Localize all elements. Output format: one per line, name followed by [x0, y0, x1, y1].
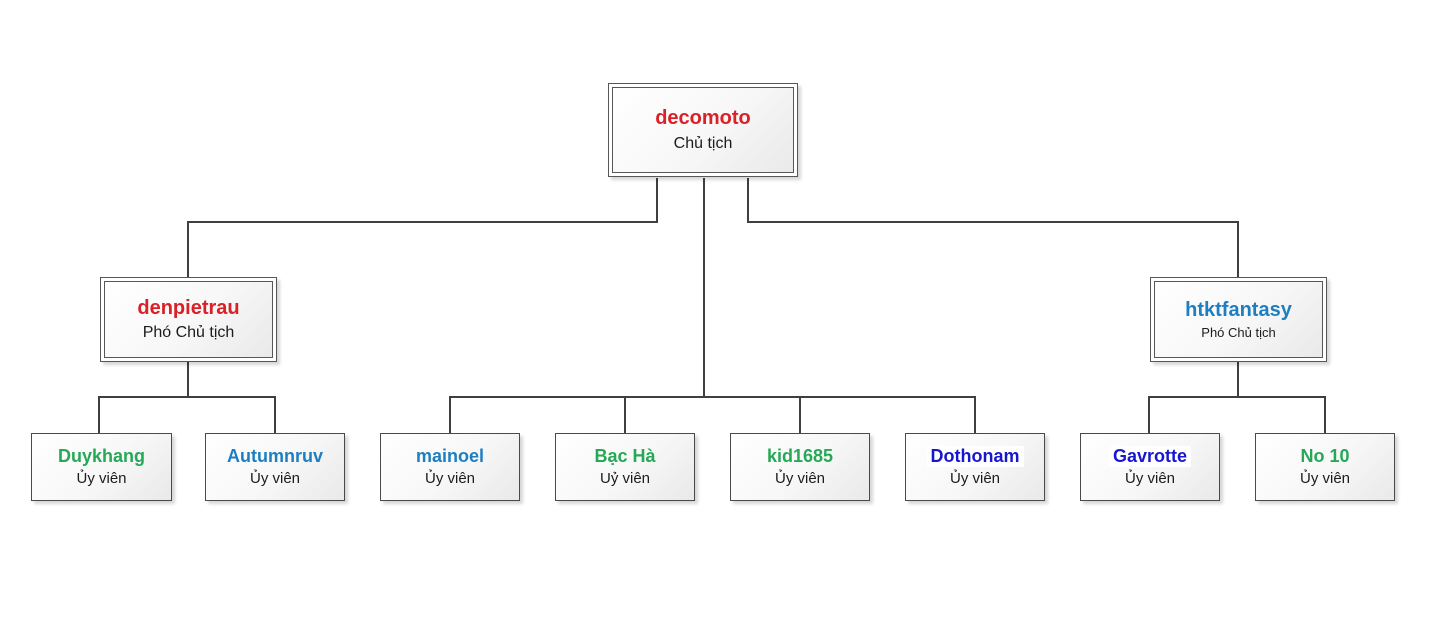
- org-node-mainoel[interactable]: mainoel Ủy viên: [380, 433, 520, 501]
- member-name: htktfantasy: [1185, 298, 1292, 321]
- member-title: Chủ tịch: [673, 134, 733, 152]
- org-node-autumnruv[interactable]: Autumnruv Ủy viên: [205, 433, 345, 501]
- node-body: denpietrau Phó Chủ tịch: [104, 281, 273, 358]
- member-title: Ủy viên: [1124, 469, 1176, 487]
- member-name: No 10: [1300, 446, 1350, 467]
- connector-root-to-htktfantasy: [747, 178, 1239, 277]
- member-name: kid1685: [766, 446, 834, 467]
- connector-right-rail: [1148, 396, 1326, 433]
- node-body: Duykhang Ủy viên: [32, 434, 171, 500]
- member-title: Ủy viên: [249, 469, 301, 487]
- node-body: mainoel Ủy viên: [381, 434, 519, 500]
- member-title: Ủy viên: [424, 469, 476, 487]
- member-title: Ủy viên: [774, 469, 826, 487]
- org-node-decomoto[interactable]: decomoto Chủ tịch: [608, 83, 798, 177]
- member-name: denpietrau: [137, 296, 240, 319]
- connector-root-to-denpietrau: [187, 178, 658, 277]
- member-name: Duykhang: [57, 446, 145, 467]
- member-name: Gavrotte: [1108, 446, 1192, 467]
- org-node-bac-ha[interactable]: Bạc Hà Uỷ viên: [555, 433, 695, 501]
- org-node-denpietrau[interactable]: denpietrau Phó Chủ tịch: [100, 277, 277, 362]
- org-node-kid1685[interactable]: kid1685 Ủy viên: [730, 433, 870, 501]
- node-body: kid1685 Ủy viên: [731, 434, 869, 500]
- connector-middle-rail: [449, 396, 976, 433]
- org-node-gavrotte[interactable]: Gavrotte Ủy viên: [1080, 433, 1220, 501]
- connector-left-rail: [98, 396, 276, 433]
- member-name: Autumnruv: [227, 446, 323, 467]
- node-body: No 10 Ủy viên: [1256, 434, 1394, 500]
- node-body: decomoto Chủ tịch: [612, 87, 794, 173]
- member-name: decomoto: [655, 106, 751, 129]
- node-body: htktfantasy Phó Chủ tịch: [1154, 281, 1323, 358]
- member-title: Ủy viên: [1299, 469, 1351, 487]
- member-name: Bạc Hà: [594, 446, 656, 467]
- member-title: Phó Chủ tịch: [1201, 324, 1276, 340]
- org-node-no10[interactable]: No 10 Ủy viên: [1255, 433, 1395, 501]
- node-body: Gavrotte Ủy viên: [1081, 434, 1219, 500]
- node-body: Dothonam Ủy viên: [906, 434, 1044, 500]
- node-body: Bạc Hà Uỷ viên: [556, 434, 694, 500]
- member-name: mainoel: [415, 446, 485, 467]
- member-title: Phó Chủ tịch: [142, 323, 235, 341]
- member-title: Uỷ viên: [599, 469, 651, 487]
- member-title: Ủy viên: [949, 469, 1001, 487]
- member-title: Ủy viên: [76, 469, 127, 487]
- org-node-duykhang[interactable]: Duykhang Ủy viên: [31, 433, 172, 501]
- org-node-dothonam[interactable]: Dothonam Ủy viên: [905, 433, 1045, 501]
- member-name: Dothonam: [926, 446, 1024, 467]
- node-body: Autumnruv Ủy viên: [206, 434, 344, 500]
- org-node-htktfantasy[interactable]: htktfantasy Phó Chủ tịch: [1150, 277, 1327, 362]
